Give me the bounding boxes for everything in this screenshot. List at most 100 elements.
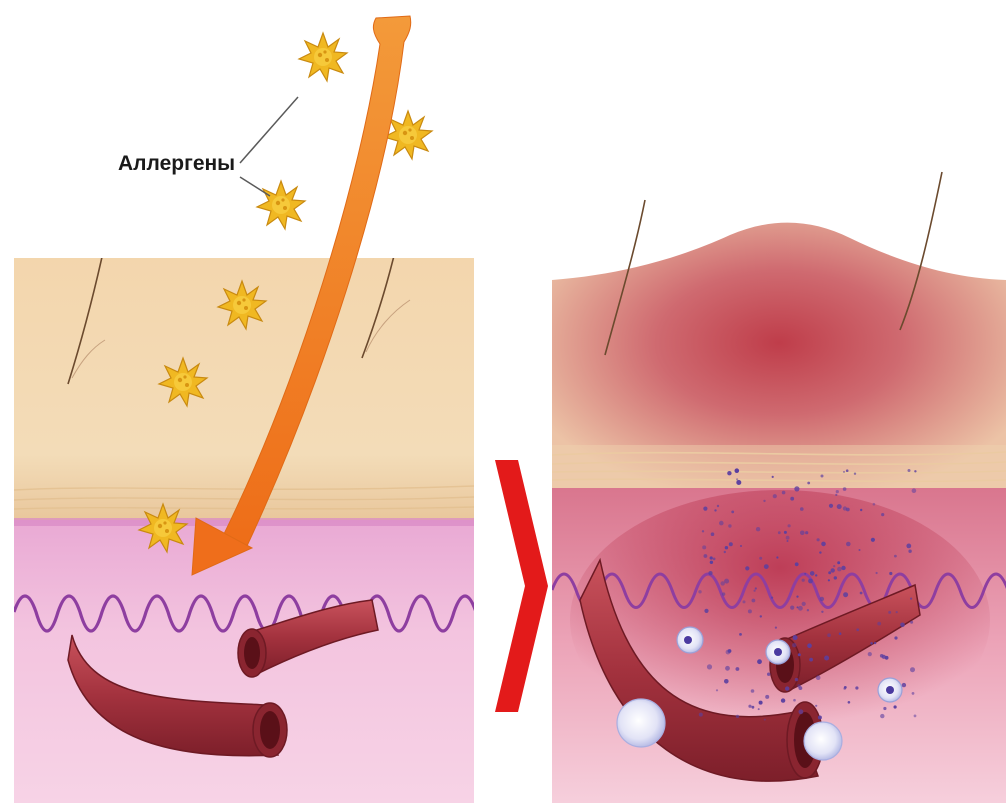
mediator-dot xyxy=(876,572,878,574)
mediator-dot xyxy=(727,471,731,475)
mediator-dot xyxy=(843,592,848,597)
mediator-dot xyxy=(834,576,837,579)
mediator-dot xyxy=(831,568,835,572)
mediator-dot xyxy=(792,643,796,647)
mediator-dot xyxy=(748,609,752,613)
mediator-dot xyxy=(757,659,762,664)
mediator-dot xyxy=(882,655,886,659)
mediator-dot xyxy=(846,542,851,547)
mediator-dot xyxy=(807,643,812,648)
mediator-dot xyxy=(805,531,808,534)
mediator-dot xyxy=(894,705,897,708)
mediator-dot xyxy=(710,556,713,559)
mediator-dot xyxy=(837,567,842,572)
mediator-dot xyxy=(759,557,762,560)
mediator-dot xyxy=(758,708,760,710)
mediator-dot xyxy=(698,590,701,593)
mediator-dot xyxy=(894,555,897,558)
mediator-dot xyxy=(828,571,831,574)
mediator-dot xyxy=(725,546,728,549)
mediator-dot xyxy=(888,611,891,614)
mediator-dot xyxy=(724,579,729,584)
mediator-dot xyxy=(859,549,861,551)
right-panel-inflamed-skin xyxy=(552,172,1006,803)
mediator-dot xyxy=(786,536,790,540)
mediator-dot xyxy=(798,653,801,656)
mediator-dot xyxy=(736,667,740,671)
mediator-dot xyxy=(821,542,826,547)
mediator-dot xyxy=(717,505,719,507)
mediator-dot xyxy=(870,642,873,645)
mediator-dot xyxy=(771,597,773,599)
mediator-dot xyxy=(756,527,760,531)
mediator-dot xyxy=(883,707,886,710)
mediator-dot xyxy=(708,571,712,575)
mediator-dot xyxy=(772,476,774,478)
mediator-dot xyxy=(707,664,712,669)
mediator-dot xyxy=(776,556,778,558)
mediator-dot xyxy=(711,532,715,536)
mediator-dot xyxy=(728,524,731,527)
chevron-right-icon xyxy=(495,460,548,712)
mediator-dot xyxy=(802,579,805,582)
mediator-dot xyxy=(764,719,766,721)
mediator-dot xyxy=(817,538,820,541)
mediator-dot xyxy=(846,469,849,472)
mediator-dot xyxy=(804,573,806,575)
mediator-dot xyxy=(843,471,845,473)
mediator-dot xyxy=(837,504,842,509)
left-panel-normal-skin: Аллергены xyxy=(14,16,476,803)
mediator-dot xyxy=(802,602,806,606)
mediator-dot xyxy=(748,705,751,708)
mediator-dot xyxy=(799,709,804,714)
mediator-dot xyxy=(841,566,845,570)
mediator-dot xyxy=(906,544,911,549)
mediator-dot xyxy=(873,503,876,506)
mediator-dot xyxy=(815,574,817,576)
mediator-dot xyxy=(702,545,706,549)
mediator-dot xyxy=(860,509,862,511)
mediator-dot xyxy=(775,627,777,629)
mediator-dot xyxy=(860,592,863,595)
mediator-dot xyxy=(818,716,822,720)
mediator-dot xyxy=(843,487,847,491)
mediator-dot xyxy=(763,500,765,502)
mediator-dot xyxy=(837,561,840,564)
mediator-dot xyxy=(797,606,799,608)
mediator-dot xyxy=(820,597,824,601)
mediator-dot xyxy=(894,636,897,639)
mediator-dot xyxy=(908,550,911,553)
mediator-dot xyxy=(848,701,851,704)
mediator-dot xyxy=(881,513,884,516)
mediator-dot xyxy=(798,606,803,611)
mediator-dot xyxy=(809,658,813,662)
mediator-dot xyxy=(828,579,830,581)
mediator-dot xyxy=(702,530,704,532)
mediator-dot xyxy=(910,621,913,624)
mediator-dot xyxy=(889,572,892,575)
mediator-dot xyxy=(754,590,756,592)
mediator-dot xyxy=(767,673,770,676)
mediator-dot xyxy=(790,606,794,610)
mediator-dot xyxy=(752,599,756,603)
mediator-dot xyxy=(815,705,817,707)
mediator-dot xyxy=(782,491,786,495)
mediator-dot xyxy=(855,686,858,689)
mediator-dot xyxy=(736,715,739,718)
mediator-dot xyxy=(816,675,821,680)
mediator-dot xyxy=(719,521,724,526)
mediator-dot xyxy=(751,689,755,693)
mediator-dot xyxy=(900,623,905,628)
mediator-dot xyxy=(787,540,789,542)
mediator-dot xyxy=(868,652,872,656)
mediator-dot xyxy=(704,609,708,613)
mediator-dot xyxy=(795,678,798,681)
mediator-dot xyxy=(764,564,769,569)
mediator-dot xyxy=(793,635,798,640)
mediator-dot xyxy=(910,667,915,672)
mediator-dot xyxy=(836,490,839,493)
mediator-dot xyxy=(912,488,917,493)
mediator-dot xyxy=(729,542,733,546)
mediator-dot xyxy=(854,473,856,475)
